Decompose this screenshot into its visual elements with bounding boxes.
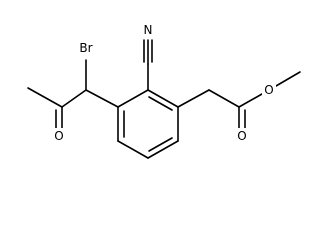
ketone-oxygen-label: O (54, 129, 63, 143)
label-mask (75, 40, 97, 56)
ring-to-chbr-bond (85, 89, 119, 108)
nitrogen-label: N (144, 23, 153, 37)
bromo-oxopropyl-side-chain (27, 59, 119, 129)
ester-ether-oxygen-label: O (264, 83, 273, 97)
label-mask (235, 128, 249, 144)
ch2-to-carbonyl-bond (208, 89, 240, 108)
ring-double-bond (148, 137, 173, 152)
ring-bond (117, 89, 149, 108)
label-mask (262, 82, 276, 98)
ring-to-ch2-bond (177, 89, 210, 108)
nitrile-group (143, 39, 153, 91)
chbr-to-ketone-carbon-bond (61, 89, 87, 108)
methyl-acetate-side-chain (177, 71, 301, 129)
ketone-to-methyl-bond (27, 87, 63, 108)
bromine-label: Br (79, 41, 92, 55)
atom-labels: Br N O O O (52, 22, 276, 144)
ester-carbonyl-oxygen-label: O (237, 129, 246, 143)
ring-double-bond (148, 96, 173, 111)
carbonyl-to-ether-oxygen-bond (238, 93, 263, 108)
molecule-structure-diagram: Br N O O O (27, 22, 301, 159)
ring-bond (147, 140, 179, 159)
ring-bond (147, 89, 179, 108)
benzene-ring (117, 89, 179, 159)
ether-oxygen-to-methyl-bond (275, 71, 301, 87)
label-mask (52, 128, 66, 144)
ring-bond (117, 140, 149, 159)
label-mask (142, 22, 154, 38)
